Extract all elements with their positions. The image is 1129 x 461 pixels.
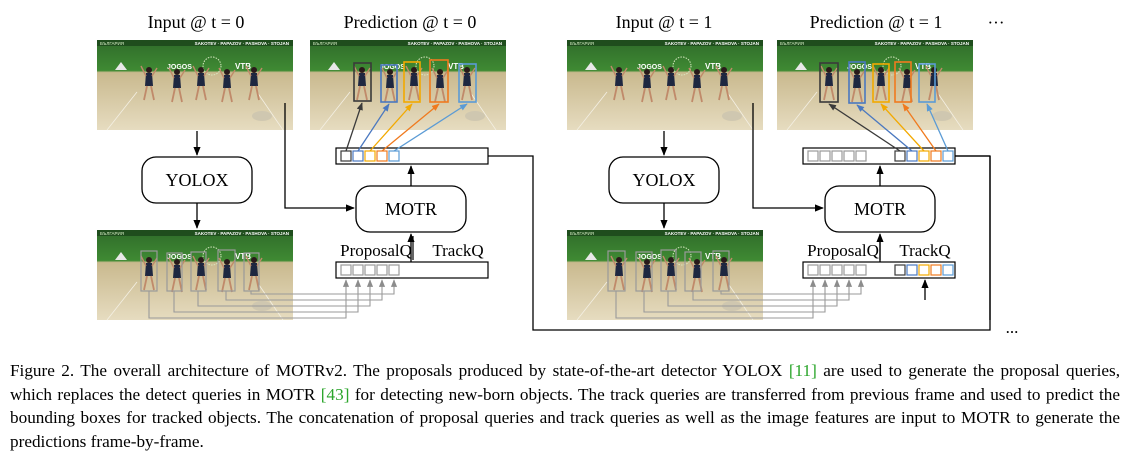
proposalq-label-t1: ProposalQ [807, 241, 879, 260]
citation-11[interactable]: [11] [788, 361, 817, 380]
query-to-box-arrows-t0 [345, 102, 468, 152]
svg-text:SAKOTEV · PAPAZOV · PASHOVA ·: SAKOTEV · PAPAZOV · PASHOVA · STOJAN [665, 231, 759, 236]
svg-text:VTB: VTB [235, 252, 251, 261]
frame-proposals-t0: SAKOTEV · PAPAZOV · PASHOVA · STOJAN БЪЛГ… [97, 230, 293, 321]
caption-text-2: are used to generate the proposal querie… [10, 361, 1120, 404]
motr-label-t0: MOTR [385, 199, 437, 219]
svg-text:БЪЛГАРИЯ: БЪЛГАРИЯ [570, 41, 594, 46]
label-input-t1: Input @ t = 1 [616, 12, 713, 32]
svg-text:БЪЛГАРИЯ: БЪЛГАРИЯ [100, 41, 124, 46]
svg-text:SAKOTEV · PAPAZOV · PASHOVA ·: SAKOTEV · PAPAZOV · PASHOVA · STOJAN [875, 41, 969, 46]
svg-text:SAKOTEV · PAPAZOV · PASHOVA ·: SAKOTEV · PAPAZOV · PASHOVA · STOJAN [408, 41, 502, 46]
frame-prediction-t0: SAKOTEV · PAPAZOV · PASHOVA · STOJAN БЪЛГ… [310, 40, 506, 131]
label-ellipsis-bottom: ... [1006, 318, 1019, 337]
caption-text-1: Figure 2. The overall architecture of MO… [10, 361, 789, 380]
frame-prediction-t1: SAKOTEV · PAPAZOV · PASHOVA · STOJAN БЪЛГ… [777, 40, 973, 131]
yolox-block-t0: YOLOX [141, 156, 253, 204]
citation-43[interactable]: [43] [320, 384, 350, 404]
proposalq-label-t0: ProposalQ [340, 241, 412, 260]
prediction-boxes-t0 [353, 59, 477, 103]
svg-text:JOGOS: JOGOS [380, 64, 405, 71]
svg-text:JOGOS: JOGOS [637, 64, 662, 71]
svg-text:VTB: VTB [705, 62, 721, 71]
yolox-label-t1: YOLOX [633, 170, 696, 190]
input-query-bar-t1 [802, 261, 956, 279]
svg-text:VTB: VTB [448, 62, 464, 71]
svg-text:SAKOTEV · PAPAZOV · PASHOVA ·: SAKOTEV · PAPAZOV · PASHOVA · STOJAN [195, 231, 289, 236]
svg-text:SAKOTEV · PAPAZOV · PASHOVA ·: SAKOTEV · PAPAZOV · PASHOVA · STOJAN [195, 41, 289, 46]
label-ellipsis-top: ··· [988, 13, 1005, 32]
frame-input-t1: SAKOTEV · PAPAZOV · PASHOVA · STOJAN БЪЛГ… [567, 40, 763, 131]
motr-block-t1: MOTR [824, 185, 936, 233]
motr-block-t0: MOTR [355, 185, 467, 233]
query-to-box-arrows-t1 [828, 103, 949, 152]
output-query-bar-t1 [802, 147, 956, 165]
yolox-block-t1: YOLOX [608, 156, 720, 204]
motr-label-t1: MOTR [854, 199, 906, 219]
trackq-label-t0: TrackQ [432, 241, 483, 260]
svg-text:VTB: VTB [235, 62, 251, 71]
svg-text:SAKOTEV · PAPAZOV · PASHOVA ·: SAKOTEV · PAPAZOV · PASHOVA · STOJAN [665, 41, 759, 46]
proposal-query-arrows-t0 [148, 279, 398, 319]
proposal-query-arrows-t1 [615, 279, 865, 319]
caption-text-3: for detecting new-born objects. The trac… [10, 384, 1120, 451]
label-input-t0: Input @ t = 0 [148, 12, 245, 32]
svg-text:JOGOS: JOGOS [167, 254, 192, 261]
label-prediction-t1: Prediction @ t = 1 [810, 12, 943, 32]
prediction-boxes-t1 [819, 61, 936, 104]
svg-text:JOGOS: JOGOS [167, 64, 192, 71]
input-query-bar-t0 [335, 261, 489, 279]
label-prediction-t0: Prediction @ t = 0 [344, 12, 477, 32]
frame-input-t0: SAKOTEV · PAPAZOV · PASHOVA · STOJAN БЪЛГ… [97, 40, 293, 131]
yolox-label-t0: YOLOX [166, 170, 229, 190]
svg-text:VTB: VTB [915, 62, 931, 71]
svg-text:JOGOS: JOGOS [847, 64, 872, 71]
svg-text:JOGOS: JOGOS [637, 254, 662, 261]
svg-text:БЪЛГАРИЯ: БЪЛГАРИЯ [570, 231, 594, 236]
svg-text:БЪЛГАРИЯ: БЪЛГАРИЯ [313, 41, 337, 46]
trackq-label-t1: TrackQ [899, 241, 950, 260]
svg-text:БЪЛГАРИЯ: БЪЛГАРИЯ [780, 41, 804, 46]
svg-text:БЪЛГАРИЯ: БЪЛГАРИЯ [100, 231, 124, 236]
architecture-diagram: Input @ t = 0 Prediction @ t = 0 Input @… [97, 12, 1019, 337]
figure-caption: Figure 2. The overall architecture of MO… [10, 359, 1120, 453]
